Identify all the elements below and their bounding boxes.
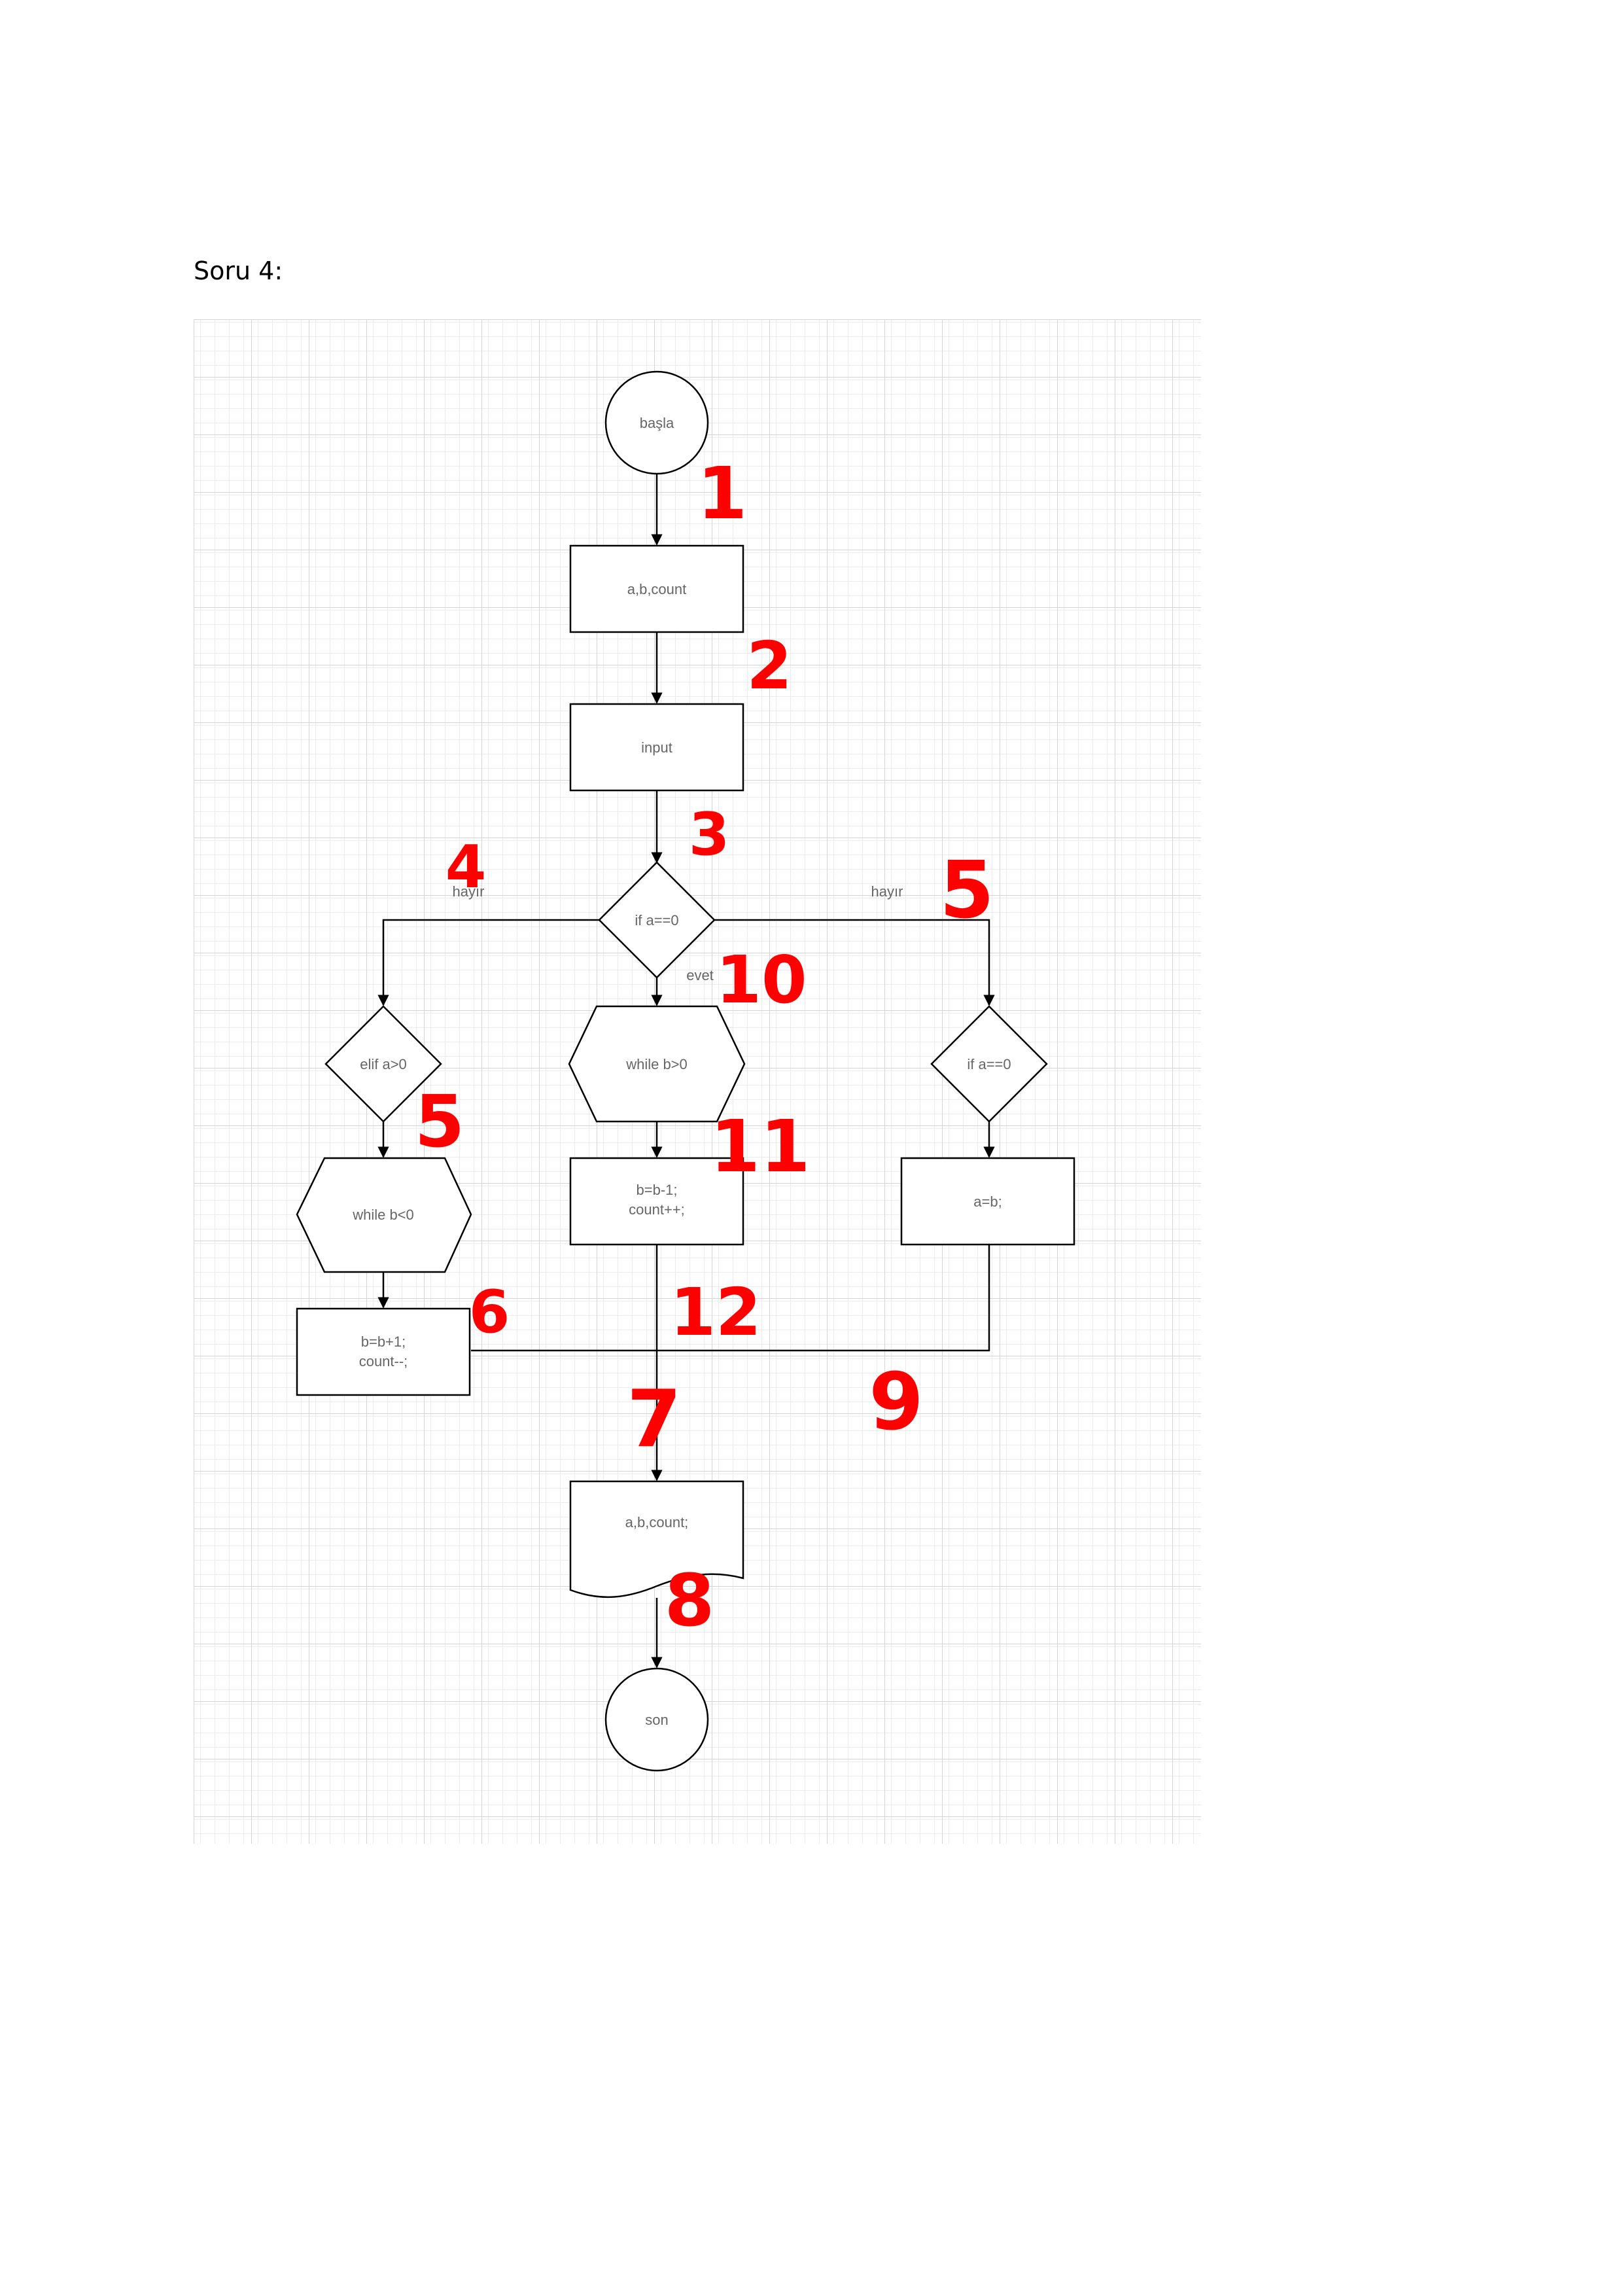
dec-label-1: b=b-1; (637, 1182, 678, 1198)
mark-9: 9 (869, 1357, 924, 1448)
mark-10: 10 (716, 942, 807, 1018)
mark-3: 3 (689, 800, 730, 869)
while-pos-label: while b>0 (625, 1056, 688, 1072)
if-node (598, 861, 716, 979)
nodes (296, 370, 1075, 1772)
mark-6: 6 (469, 1278, 510, 1347)
input-label: input (641, 739, 672, 756)
inc-label-2: count--; (359, 1353, 408, 1369)
mark-1: 1 (697, 451, 748, 535)
mark-2: 2 (746, 627, 792, 704)
edge-label-yes: evet (686, 967, 714, 983)
output-label: a,b,count; (625, 1514, 689, 1530)
elif-node (324, 1005, 442, 1123)
vars-label: a,b,count (627, 581, 687, 597)
vars-node (569, 544, 744, 633)
mark-4: 4 (445, 833, 487, 902)
inc-node (296, 1307, 471, 1396)
start-node (604, 370, 709, 475)
start-label: başla (640, 415, 674, 431)
end-label: son (645, 1712, 668, 1728)
mark-12: 12 (670, 1274, 761, 1351)
edge-label-no-left: hayır (453, 883, 485, 900)
assign-label: a=b; (973, 1193, 1002, 1210)
node-labels: başla a,b,count input if a==0 elif a>0 w… (352, 415, 1011, 1728)
mark-11: 11 (710, 1104, 810, 1188)
inc-label-1: b=b+1; (361, 1333, 406, 1350)
edge-if-right (714, 919, 995, 1006)
input-node (569, 703, 744, 792)
page-heading: Soru 4: (194, 256, 283, 285)
assign-node (900, 1157, 1075, 1246)
edge-if-elif (377, 919, 599, 1006)
elif-label: elif a>0 (360, 1056, 407, 1072)
dec-label-2: count++; (629, 1201, 685, 1218)
mark-8: 8 (665, 1559, 715, 1642)
while-neg-label: while b<0 (352, 1207, 414, 1223)
edges (377, 474, 995, 1669)
output-node (569, 1480, 744, 1598)
mark-5-right: 5 (939, 845, 994, 936)
mark-7: 7 (627, 1374, 682, 1465)
dec-node (569, 1157, 744, 1246)
if-label: if a==0 (635, 912, 678, 928)
edge-labels: hayır hayır evet (453, 883, 903, 983)
while-pos-node (568, 1005, 746, 1123)
end-node (604, 1667, 709, 1772)
if-right-label: if a==0 (967, 1056, 1011, 1072)
edge-assign-merge (657, 1245, 990, 1352)
while-neg-node (296, 1157, 472, 1273)
edge-label-no-right: hayır (871, 883, 903, 900)
mark-5-left: 5 (415, 1080, 465, 1163)
handwritten-marks: 1 2 3 4 5 10 5 11 6 12 9 7 8 (415, 451, 994, 1642)
if-right-node (930, 1005, 1048, 1123)
